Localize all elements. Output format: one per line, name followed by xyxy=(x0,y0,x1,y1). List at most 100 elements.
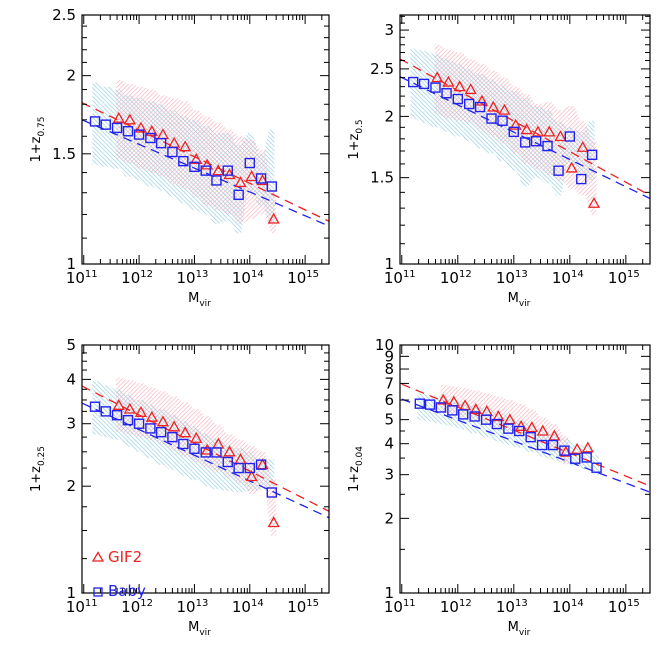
square-marker-icon xyxy=(89,401,101,412)
triangle-marker-icon xyxy=(475,94,489,106)
triangle-marker-icon xyxy=(437,393,450,405)
x-tick-label: 1015 xyxy=(287,598,319,616)
x-tick-label: 1012 xyxy=(121,598,153,616)
square-marker-icon xyxy=(266,487,278,498)
square-marker-icon xyxy=(266,181,278,192)
y-tick-label: 9 xyxy=(384,347,394,365)
x-tick-label: 1013 xyxy=(496,598,528,616)
triangle-marker-icon xyxy=(525,421,538,433)
triangle-marker-icon xyxy=(134,405,148,417)
square-marker-icon xyxy=(244,462,255,474)
y-tick-label: 3 xyxy=(66,415,76,433)
triangle-marker-icon xyxy=(123,113,136,125)
y-axis-label: 1+z0.25 xyxy=(29,446,47,492)
y-tick-label: 2 xyxy=(384,107,394,125)
square-marker-icon xyxy=(564,131,576,142)
triangle-marker-icon xyxy=(245,170,258,182)
triangle-marker-icon xyxy=(267,516,280,528)
triangle-marker-icon xyxy=(543,125,556,137)
square-marker-icon xyxy=(591,462,602,473)
axes-frame xyxy=(399,344,651,594)
triangle-marker-icon xyxy=(223,445,236,457)
x-tick-label: 1015 xyxy=(287,269,319,287)
gif2-series xyxy=(112,398,280,528)
square-marker-icon xyxy=(122,126,134,137)
baby-series xyxy=(89,401,278,498)
triangle-marker-icon xyxy=(190,431,203,443)
square-marker-icon xyxy=(89,116,101,127)
square-marker-icon xyxy=(145,423,156,434)
square-marker-icon xyxy=(407,76,419,88)
x-tick-label: 1014 xyxy=(232,269,264,287)
square-marker-icon xyxy=(536,439,548,451)
x-tick-label: 1012 xyxy=(440,269,472,287)
y-tick-label: 2 xyxy=(66,477,76,495)
triangle-marker-icon xyxy=(156,415,170,427)
square-marker-icon xyxy=(122,414,134,426)
square-marker-icon xyxy=(581,452,592,463)
square-marker-icon xyxy=(414,398,426,409)
square-marker-icon xyxy=(464,98,475,110)
y-tick-label: 2.5 xyxy=(370,60,394,78)
triangle-marker-icon xyxy=(431,71,444,83)
axes-frame xyxy=(81,344,330,594)
square-marker-icon xyxy=(145,132,156,144)
y-tick-label: 2 xyxy=(66,67,76,85)
square-marker-icon xyxy=(167,146,178,158)
y-tick-label: 1 xyxy=(66,584,76,602)
y-tick-label: 3 xyxy=(384,466,394,484)
square-marker-icon xyxy=(200,447,211,458)
legend: GIF2 Baby xyxy=(91,548,146,600)
x-tick-label: 1013 xyxy=(177,269,209,287)
baby-series xyxy=(89,116,278,201)
plot-area xyxy=(82,79,329,234)
legend-entry-gif2: GIF2 xyxy=(91,548,142,566)
square-marker-icon xyxy=(447,405,458,416)
y-tick-label: 2 xyxy=(384,509,394,527)
square-marker-icon xyxy=(497,115,508,126)
x-axis-label: Mvir xyxy=(188,620,211,638)
y-tick-label: 4 xyxy=(66,370,76,388)
y-tick-label: 5 xyxy=(66,336,76,354)
y-tick-label: 1.5 xyxy=(370,169,394,187)
y-tick-label: 1 xyxy=(384,584,394,602)
square-marker-icon xyxy=(435,402,447,413)
triangle-marker-icon xyxy=(536,424,549,436)
triangle-marker-icon xyxy=(453,80,466,92)
square-marker-icon xyxy=(514,425,525,437)
square-marker-icon xyxy=(570,453,581,464)
square-marker-icon xyxy=(178,438,189,450)
square-marker-icon xyxy=(469,411,480,422)
triangle-marker-icon xyxy=(498,103,511,115)
square-marker-icon xyxy=(155,426,167,438)
y-tick-label: 10 xyxy=(375,336,394,354)
y-tick-label: 6 xyxy=(384,391,394,409)
triangle-marker-icon xyxy=(234,176,247,188)
square-marker-icon xyxy=(530,136,542,147)
triangle-marker-icon xyxy=(123,402,136,414)
x-tick-label: 1014 xyxy=(232,598,264,616)
square-marker-icon xyxy=(200,165,211,176)
y-tick-label: 7 xyxy=(384,374,394,392)
legend-label-gif2: GIF2 xyxy=(108,548,142,566)
triangle-marker-icon xyxy=(245,470,258,482)
triangle-marker-icon xyxy=(554,130,567,142)
gif2-scatter-band xyxy=(434,44,597,215)
square-marker-icon xyxy=(211,447,222,458)
square-marker-icon xyxy=(452,93,463,105)
triangle-marker-icon xyxy=(201,158,214,170)
square-marker-icon xyxy=(222,165,233,176)
x-axis-label: Mvir xyxy=(508,291,531,309)
square-marker-icon xyxy=(441,88,452,99)
baby-series xyxy=(407,76,598,185)
square-marker-icon xyxy=(424,399,436,410)
square-marker-icon xyxy=(100,119,111,130)
x-tick-label: 1012 xyxy=(440,598,472,616)
y-tick-label: 1 xyxy=(384,255,394,273)
square-marker-icon xyxy=(480,414,492,425)
square-marker-icon xyxy=(167,431,178,443)
